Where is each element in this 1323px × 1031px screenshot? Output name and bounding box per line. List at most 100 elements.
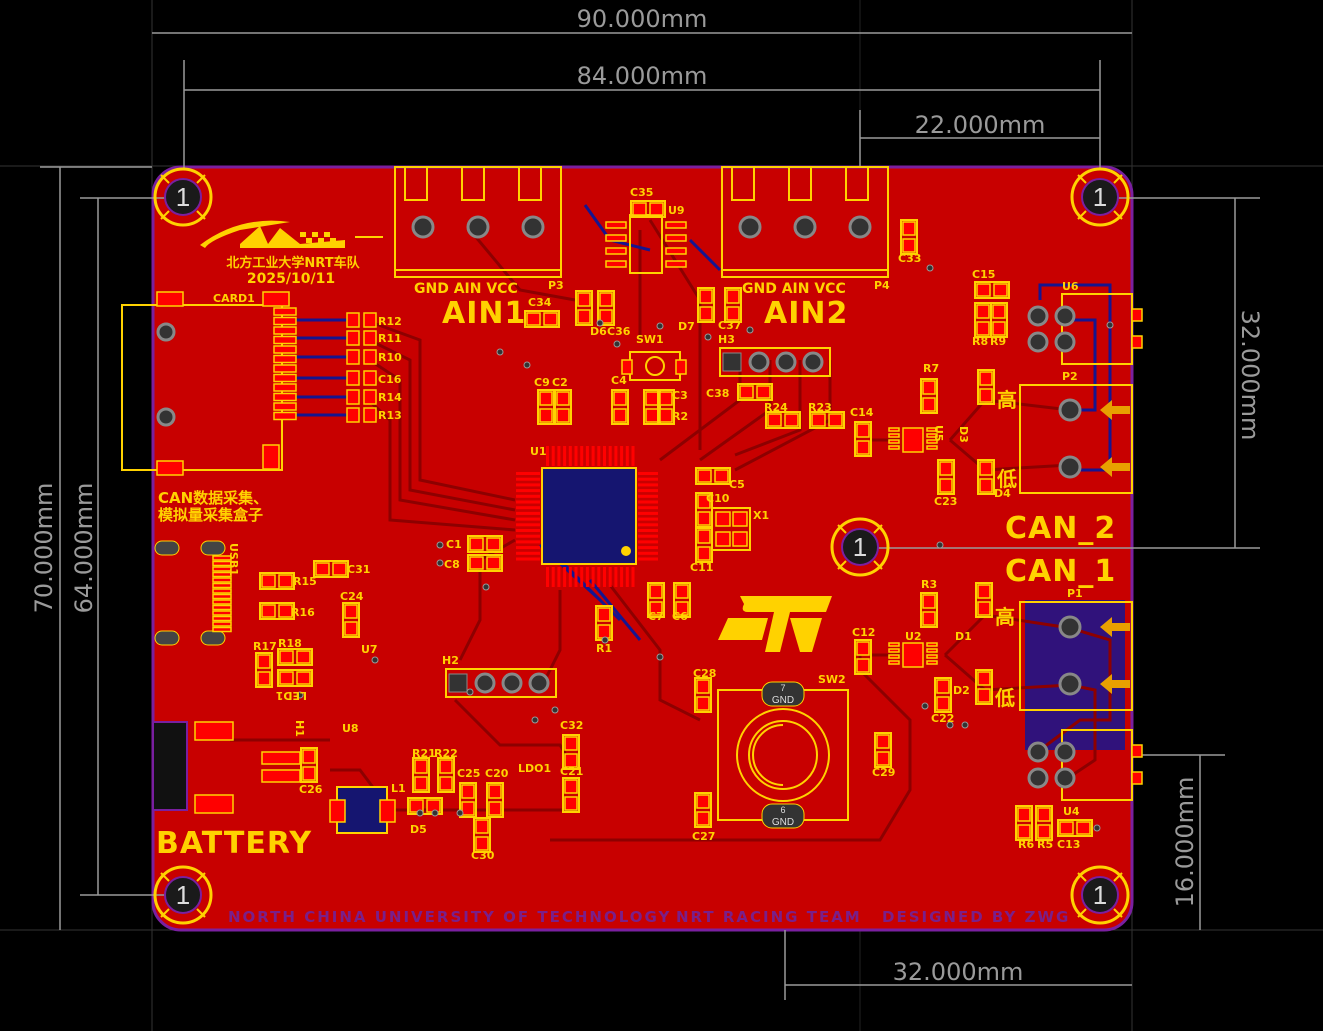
smd-pad — [1059, 821, 1074, 835]
designator-r21: R21 — [412, 747, 436, 760]
smd-pad — [888, 654, 900, 659]
smd-pad — [564, 753, 578, 768]
passive-component — [854, 639, 872, 675]
usb-shell-pad — [154, 540, 180, 556]
connector-p4-latch — [845, 166, 869, 201]
dimensions: 90.000mm 84.000mm 22.000mm 70.000mm 64.0… — [30, 5, 1264, 1000]
smd-pad — [876, 734, 890, 749]
smd-pad — [1131, 335, 1143, 349]
smd-pad — [926, 433, 938, 438]
designator-d5: D5 — [410, 823, 427, 836]
smd-pad — [888, 427, 900, 432]
can2-high: 高 — [997, 388, 1017, 412]
mcu-pin — [608, 567, 612, 587]
smd-pad — [363, 330, 377, 346]
ain2-pins: GND AIN VCC — [742, 281, 846, 297]
smd-pad — [697, 511, 711, 526]
designator-r24: R24 — [764, 401, 788, 414]
smd-pad — [926, 427, 938, 432]
mcu-pin — [638, 534, 658, 538]
passive-component — [611, 389, 629, 425]
smd-pad — [926, 654, 938, 659]
via — [946, 721, 954, 729]
mcu-pin — [638, 551, 658, 555]
via — [416, 809, 424, 817]
smd-pad — [212, 593, 232, 600]
smd-pad — [414, 776, 428, 791]
designator-r15: R15 — [293, 575, 317, 588]
mcu-pin — [516, 557, 540, 561]
mounting-hole: 1 — [830, 517, 890, 577]
smd-pad — [257, 671, 271, 686]
product-line1: CAN数据采集、 — [158, 489, 268, 507]
smd-pad — [488, 784, 502, 799]
smd-pad — [564, 796, 578, 811]
mcu-pin — [625, 567, 629, 587]
smd-pad — [261, 604, 276, 618]
mcu-pin — [516, 529, 540, 532]
designator-c5: C5 — [729, 478, 745, 491]
mcu-pin — [551, 446, 555, 466]
mcu-pin — [620, 567, 624, 587]
passive-component — [467, 535, 503, 553]
smd-pad — [888, 660, 900, 665]
mcu-pin — [603, 446, 606, 466]
designator-sw1: SW1 — [636, 333, 664, 346]
smd-pad — [979, 478, 993, 493]
smd-pad — [977, 671, 991, 686]
smd-pad — [346, 370, 360, 386]
passive-component — [647, 582, 665, 618]
smd-pad — [212, 599, 232, 605]
designator-p2: P2 — [1062, 370, 1078, 383]
arrow-icon — [1100, 617, 1130, 694]
copper-trace — [870, 398, 1071, 472]
designator-c27: C27 — [692, 830, 715, 843]
smd-pad — [1131, 771, 1143, 785]
can-header-u4-pin — [1027, 767, 1049, 789]
designator-c34: C34 — [528, 296, 552, 309]
via — [296, 691, 304, 699]
smd-pad — [976, 283, 991, 297]
mcu-pin — [563, 446, 567, 466]
dim-can2-height: 32.000mm — [1236, 310, 1264, 441]
passive-component — [737, 383, 773, 401]
smd-pad — [564, 736, 578, 751]
designator-c13: C13 — [1057, 838, 1080, 851]
designator-c35: C35 — [630, 186, 653, 199]
silkscreen-text: 北方工业大学NRT车队 2025/10/11 CAN数据采集、 模拟量采集盒子 … — [156, 255, 1115, 926]
sw2-gnd-bottom: GND — [772, 817, 794, 828]
can2-connector-p2-pin — [1058, 398, 1082, 422]
mcu-pin — [516, 551, 540, 555]
smd-pad — [278, 574, 293, 588]
connector-p4-latch — [731, 166, 755, 201]
mounting-hole: 1 — [1070, 167, 1130, 227]
designator-r5: R5 — [1037, 838, 1053, 851]
via — [704, 333, 712, 341]
connector-p3-pin — [466, 215, 490, 239]
smd-pad — [486, 556, 501, 570]
mcu-u1[interactable] — [516, 446, 658, 587]
smd-pad — [979, 461, 993, 476]
sw2-rotary-switch[interactable]: 7 GND 6 GND — [717, 681, 849, 829]
smd-pad — [273, 307, 297, 316]
designator-sw2: SW2 — [818, 673, 846, 686]
designator-h3: H3 — [718, 333, 735, 346]
smd-pad — [939, 461, 953, 476]
can-header-u6-pin — [1027, 331, 1049, 353]
designator-x1: X1 — [753, 509, 769, 522]
smd-pad — [302, 749, 316, 764]
via — [656, 653, 664, 661]
smd-pad — [888, 439, 900, 444]
mcu-pin — [614, 446, 618, 466]
smd-pad — [888, 445, 900, 450]
ain1-pins: GND AIN VCC — [414, 281, 518, 297]
via — [531, 716, 539, 724]
smd-pad — [346, 407, 360, 423]
designator-r23: R23 — [808, 401, 832, 414]
via — [496, 348, 504, 356]
smd-pad — [645, 391, 659, 406]
designator-c8: C8 — [444, 558, 460, 571]
can1-high: 高 — [995, 605, 1015, 629]
dim-hole-span-x: 84.000mm — [577, 62, 708, 90]
